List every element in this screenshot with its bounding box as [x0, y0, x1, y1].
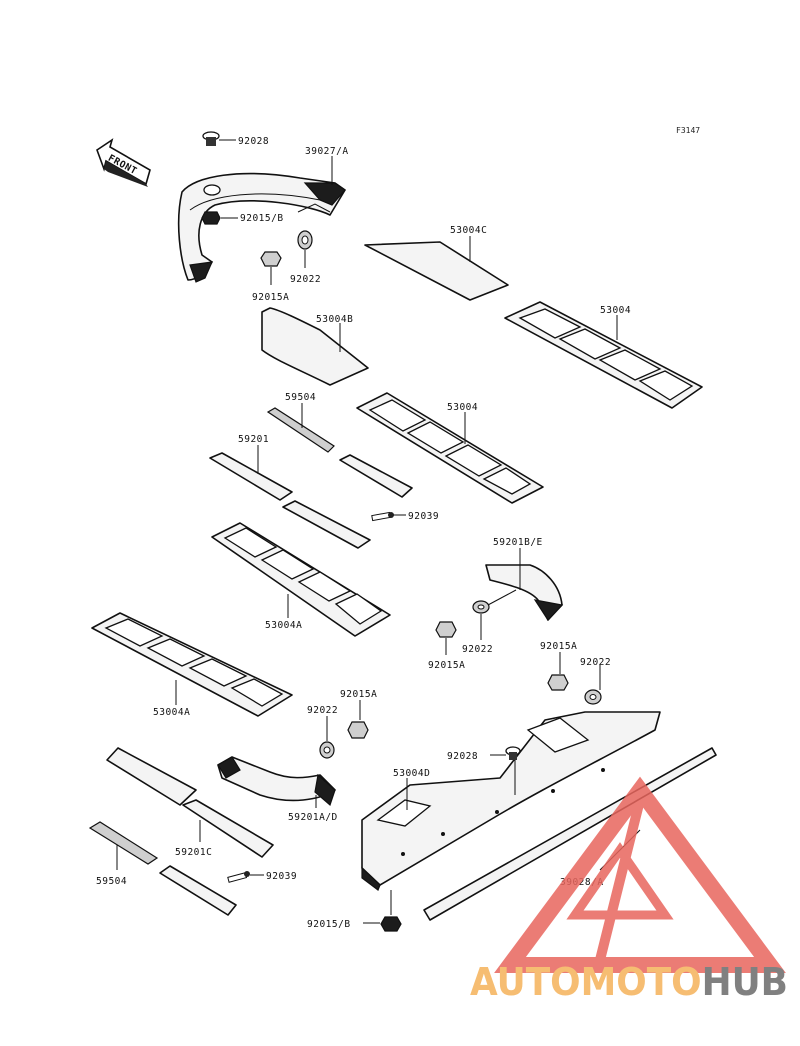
callout-92015a-low: 92015A	[340, 689, 377, 700]
callout-92039-low: 92039	[266, 871, 297, 882]
mat-53004b-part	[261, 307, 369, 386]
callout-92015b-top: 92015/B	[240, 213, 284, 224]
callout-59201c: 59201C	[175, 847, 212, 858]
svg-text:AUTOMOTOHUB: AUTOMOTOHUB	[470, 960, 788, 1004]
triangle-logo-icon	[494, 776, 786, 973]
callout-53004a-mid: 53004A	[265, 620, 302, 631]
callout-92028-low: 92028	[447, 751, 478, 762]
callout-39027: 39027/A	[305, 146, 349, 157]
nut-icon	[347, 721, 369, 739]
watermark-brand-part2: HUB	[702, 960, 788, 1004]
callout-53004a-left: 53004A	[153, 707, 190, 718]
duct-59201ad-part	[217, 756, 336, 807]
callout-53004b: 53004B	[316, 314, 353, 325]
rail-59201-part	[209, 452, 293, 501]
rivet-icon	[227, 871, 250, 883]
mat-53004a-mid-part	[211, 522, 391, 637]
nut-icon	[260, 251, 282, 267]
nut-icon	[380, 916, 402, 932]
callout-39028: 39028/A	[560, 877, 604, 888]
washer-icon	[584, 689, 602, 705]
mat-53004-mid-part	[356, 392, 544, 504]
bracket-59201be-part	[485, 564, 564, 621]
mat-53004-right-part	[504, 301, 703, 409]
callout-92015a-top: 92015A	[252, 292, 289, 303]
bolt-icon	[202, 131, 220, 146]
strip-59504-low-part	[88, 821, 159, 865]
callout-59201be: 59201B/E	[493, 537, 543, 548]
rail-59201c-part	[182, 799, 274, 858]
callout-53004c: 53004C	[450, 225, 487, 236]
rail-59201-low-part	[282, 500, 371, 549]
callout-92022-top: 92022	[290, 274, 321, 285]
callout-92015a-right: 92015A	[540, 641, 577, 652]
callout-53004d: 53004D	[393, 768, 430, 779]
rivet-icon	[371, 511, 394, 522]
callout-92039-top: 92039	[408, 511, 439, 522]
rail-low-a-part	[106, 747, 197, 806]
watermark-logo: AUTOMOTOHUB	[470, 776, 788, 1004]
callout-92022-mid: 92022	[462, 644, 493, 655]
callout-53004-right: 53004	[600, 305, 631, 316]
callout-59201ad: 59201A/D	[288, 812, 338, 823]
bolt-icon	[505, 746, 521, 760]
mat-53004a-left-part	[91, 612, 293, 717]
washer-icon	[319, 741, 335, 759]
callout-59504-low: 59504	[96, 876, 127, 887]
rail-low-b-part	[159, 865, 237, 916]
strip-59504-top-part	[266, 407, 335, 453]
callout-92028-top: 92028	[238, 136, 269, 147]
nut-icon	[547, 674, 569, 691]
washer-icon	[472, 600, 490, 614]
rail-59201-right-part	[339, 454, 413, 498]
mat-53004c-part	[364, 241, 509, 301]
nut-icon	[435, 621, 457, 638]
callout-59504-top: 59504	[285, 392, 316, 403]
nut-icon	[201, 211, 221, 225]
front-arrow-icon: FRONT	[96, 138, 151, 187]
diagram-code: F3147	[676, 126, 700, 135]
footrest-53004d-part	[361, 711, 661, 891]
callout-53004-mid: 53004	[447, 402, 478, 413]
callout-92022-low: 92022	[307, 705, 338, 716]
grab-handle-part	[177, 172, 346, 283]
callout-92015a-mid: 92015A	[428, 660, 465, 671]
callout-59201: 59201	[238, 434, 269, 445]
washer-icon	[297, 230, 313, 250]
callout-92015b-low: 92015/B	[307, 919, 351, 930]
watermark-brand-part1: AUTOMOTO	[470, 960, 702, 1004]
callout-92022-right: 92022	[580, 657, 611, 668]
